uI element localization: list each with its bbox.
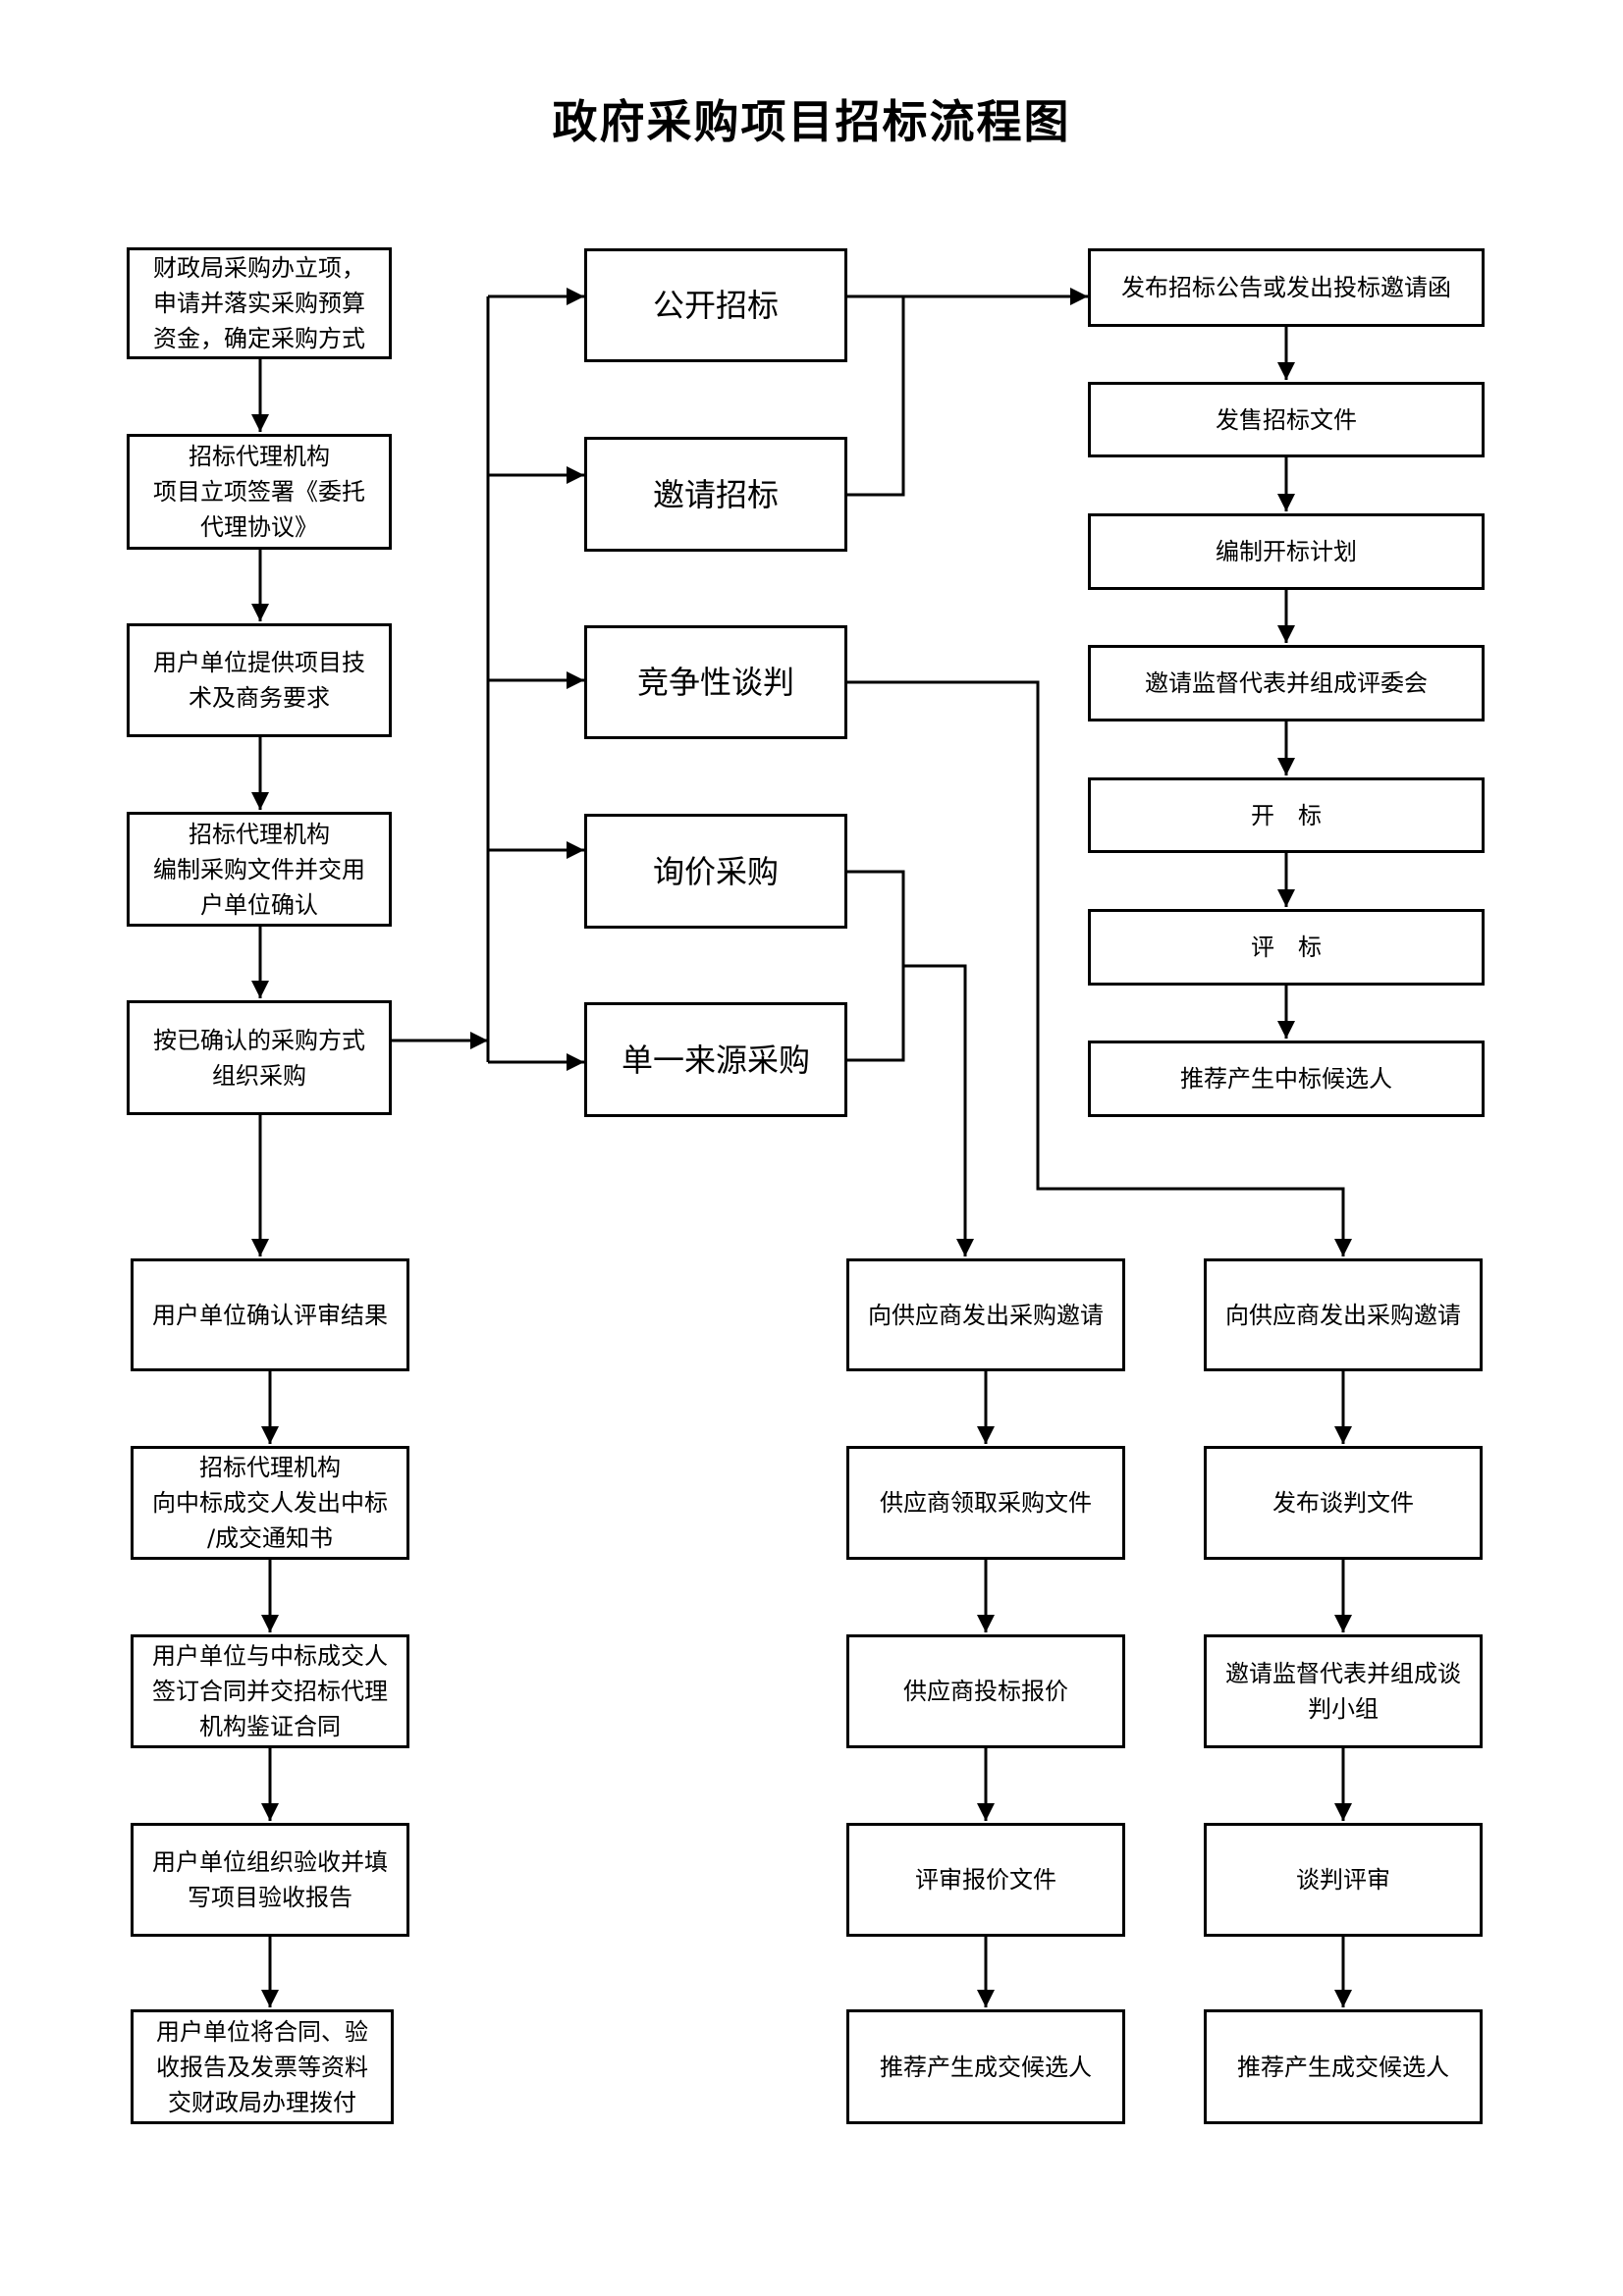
tender-step-sell-documents: 发售招标文件: [1088, 382, 1485, 457]
step-prepare-documents: 招标代理机构 编制采购文件并交用 户单位确认: [127, 812, 392, 927]
tender-step-bid-opening: 开 标: [1088, 777, 1485, 853]
tender-step-bid-evaluation: 评 标: [1088, 909, 1485, 986]
step-organize-procurement: 按已确认的采购方式 组织采购: [127, 1000, 392, 1115]
negotiation-step-deal-candidate: 推荐产生成交候选人: [1204, 2009, 1483, 2124]
method-single-source: 单一来源采购: [584, 1002, 847, 1117]
negotiation-step-review: 谈判评审: [1204, 1823, 1483, 1937]
tender-step-winning-candidate: 推荐产生中标候选人: [1088, 1041, 1485, 1117]
inquiry-step-collect-documents: 供应商领取采购文件: [846, 1446, 1125, 1560]
negotiation-step-publish-documents: 发布谈判文件: [1204, 1446, 1483, 1560]
method-inquiry: 询价采购: [584, 814, 847, 929]
step-confirm-results: 用户单位确认评审结果: [131, 1258, 409, 1371]
tender-step-evaluation-committee: 邀请监督代表并组成评委会: [1088, 645, 1485, 721]
step-award-notice: 招标代理机构 向中标成交人发出中标 /成交通知书: [131, 1446, 409, 1560]
negotiation-step-invitation: 向供应商发出采购邀请: [1204, 1258, 1483, 1371]
step-sign-contract: 用户单位与中标成交人 签订合同并交招标代理 机构鉴证合同: [131, 1634, 409, 1748]
inquiry-step-review-quotes: 评审报价文件: [846, 1823, 1125, 1937]
step-project-approval: 财政局采购办立项， 申请并落实采购预算 资金，确定采购方式: [127, 247, 392, 359]
tender-step-opening-plan: 编制开标计划: [1088, 513, 1485, 590]
negotiation-step-negotiation-team: 邀请监督代表并组成谈 判小组: [1204, 1634, 1483, 1748]
inquiry-step-quotation: 供应商投标报价: [846, 1634, 1125, 1748]
inquiry-step-invitation: 向供应商发出采购邀请: [846, 1258, 1125, 1371]
method-invitational-tender: 邀请招标: [584, 437, 847, 552]
tender-step-announcement: 发布招标公告或发出投标邀请函: [1088, 248, 1485, 327]
method-competitive-negotiation: 竞争性谈判: [584, 625, 847, 739]
step-payment: 用户单位将合同、验 收报告及发票等资料 交财政局办理拨付: [131, 2009, 394, 2124]
step-user-requirements: 用户单位提供项目技 术及商务要求: [127, 623, 392, 737]
inquiry-step-deal-candidate: 推荐产生成交候选人: [846, 2009, 1125, 2124]
step-agency-agreement: 招标代理机构 项目立项签署《委托 代理协议》: [127, 434, 392, 550]
step-acceptance: 用户单位组织验收并填 写项目验收报告: [131, 1823, 409, 1937]
method-open-tender: 公开招标: [584, 248, 847, 362]
page-title: 政府采购项目招标流程图: [552, 95, 1071, 148]
